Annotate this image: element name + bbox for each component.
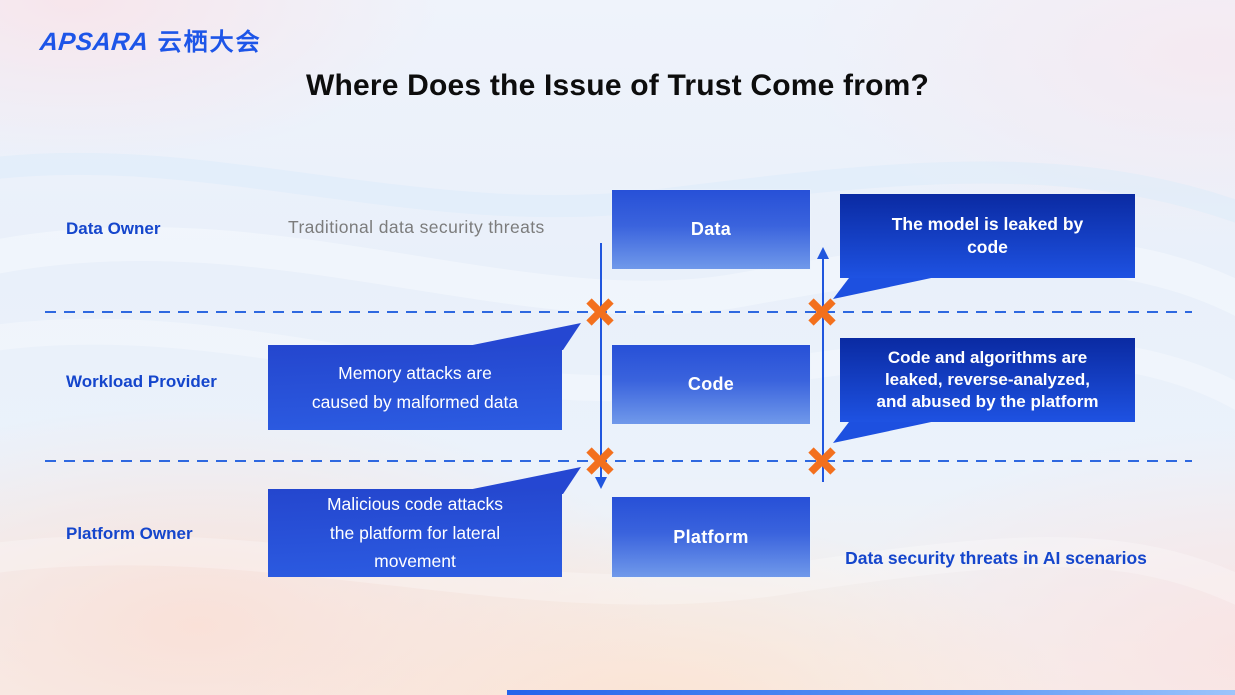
callout-line: code <box>967 237 1008 257</box>
up-arrow-line <box>817 247 829 482</box>
cross-mark-icon <box>808 298 836 326</box>
callout-line: Memory attacks are <box>338 363 492 383</box>
callout-memory-attacks: Memory attacks are caused by malformed d… <box>268 345 562 430</box>
stack-box-code-label: Code <box>687 374 735 394</box>
slide-title: Where Does the Issue of Trust Come from? <box>305 69 930 102</box>
callout-model-leaked: The model is leaked by code <box>840 194 1135 278</box>
stack-box-platform-label: Platform <box>673 526 749 547</box>
bubble-tail-model-leaked <box>833 274 950 299</box>
apsara-logo: APSARA 云栖大会 <box>38 22 262 57</box>
bubble-tail-code-leaked <box>833 418 950 443</box>
bottom-accent-strip <box>507 690 1235 695</box>
apsara-wordmark: APSARA <box>38 28 151 56</box>
callout-line: Code and algorithms are <box>887 348 1088 367</box>
caption-ai-threats: Data security threats in AI scenarios <box>845 548 1147 568</box>
down-arrow-line <box>595 243 607 489</box>
callout-line: and abused by the platform <box>876 392 1099 411</box>
row-label-workload-provider: Workload Provider <box>66 372 217 391</box>
cross-mark-icon <box>586 447 614 475</box>
event-name-text: 云栖大会 <box>157 29 262 56</box>
bubble-tail-memory-attacks <box>448 323 581 350</box>
cross-mark-icon <box>586 298 614 326</box>
bubble-tail-malicious-code <box>448 467 581 494</box>
callout-line: The model is leaked by <box>891 214 1084 234</box>
row-label-platform-owner: Platform Owner <box>66 524 193 543</box>
stack-box-platform: Platform <box>612 497 810 577</box>
stack-box-data-label: Data <box>690 219 732 239</box>
caption-traditional-threats: Traditional data security threats <box>288 217 545 237</box>
callout-line: the platform for lateral <box>329 522 501 543</box>
callout-line: movement <box>374 551 456 572</box>
cross-mark-icon <box>808 447 836 475</box>
stack-box-code: Code <box>612 345 810 424</box>
callout-code-leaked: Code and algorithms are leaked, reverse-… <box>840 338 1135 422</box>
callout-line: leaked, reverse-analyzed, <box>884 370 1091 389</box>
callout-malicious-code: Malicious code attacks the platform for … <box>268 489 562 577</box>
callout-line: caused by malformed data <box>311 391 519 412</box>
stack-box-data: Data <box>612 190 810 269</box>
row-label-data-owner: Data Owner <box>66 219 161 238</box>
callout-line: Malicious code attacks <box>326 494 504 515</box>
